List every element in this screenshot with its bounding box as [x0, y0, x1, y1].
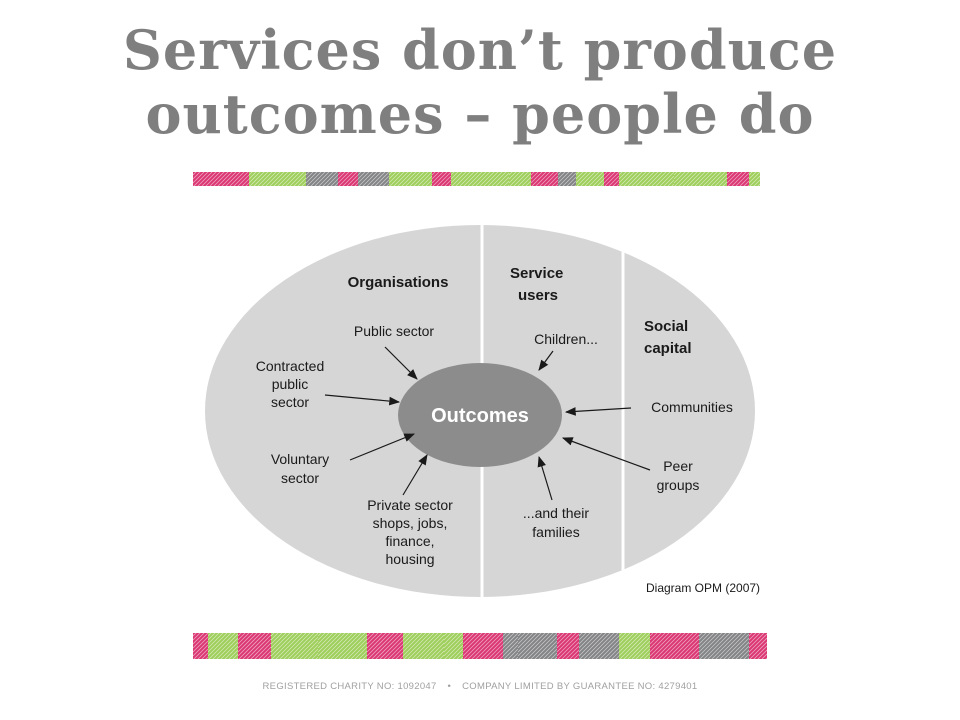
label-private-line3: finance,: [385, 533, 434, 549]
label-private-line4: housing: [385, 551, 434, 567]
label-private-line1: Private sector: [367, 497, 453, 513]
band-segment: [223, 632, 239, 660]
arrow-private: [402, 454, 428, 496]
band-segment: [649, 632, 700, 660]
band-segment: [337, 171, 359, 187]
title-line-1: Services don’t produce: [122, 18, 838, 82]
heading-social-capital-line1: Social: [644, 318, 688, 335]
band-segment: [402, 632, 445, 660]
band-segment: [193, 171, 250, 187]
outcomes-diagram: Outcomes Organisations Service users Soc…: [205, 225, 760, 597]
band-segment: [748, 171, 760, 187]
label-peer-line2: groups: [657, 477, 700, 493]
band-segment: [618, 171, 675, 187]
bottom-scribble-band: [193, 632, 767, 660]
band-segment: [248, 171, 307, 187]
band-segment: [502, 632, 519, 660]
arrow-public-sector: [384, 346, 418, 380]
label-peer-line1: Peer: [663, 458, 693, 474]
band-segment: [556, 632, 580, 660]
label-public-sector: Public sector: [354, 323, 434, 339]
band-segment: [193, 632, 209, 660]
band-segment: [718, 632, 750, 660]
diagram-source: Diagram OPM (2007): [646, 581, 760, 595]
band-segment: [508, 171, 532, 187]
arrow-contracted: [324, 394, 401, 406]
band-segment: [270, 632, 319, 660]
band-segment: [748, 632, 767, 660]
label-voluntary-line1: Voluntary: [271, 451, 329, 467]
charity-number: REGISTERED CHARITY NO: 1092047: [262, 681, 437, 692]
band-segment: [388, 171, 433, 187]
label-families-line2: families: [532, 524, 579, 540]
label-communities: Communities: [651, 399, 733, 415]
band-segment: [207, 632, 225, 660]
band-segment: [603, 171, 620, 187]
arrow-children: [538, 350, 554, 371]
title-line-2: outcomes – people do: [145, 82, 815, 146]
band-segment: [618, 632, 651, 660]
label-contracted-line2: public: [272, 376, 309, 392]
band-segment: [366, 632, 404, 660]
company-number: COMPANY LIMITED BY GUARANTEE NO: 4279401: [462, 681, 698, 692]
band-segment: [726, 171, 750, 187]
heading-social-capital-line2: capital: [644, 340, 692, 357]
arrow-voluntary: [349, 433, 416, 461]
outcomes-center: [398, 363, 562, 467]
top-scribble-band: [193, 171, 760, 187]
footer-separator: •: [447, 681, 452, 692]
heading-organisations: Organisations: [348, 274, 449, 291]
band-segment: [443, 632, 464, 660]
band-segment: [517, 632, 558, 660]
arrow-peer-groups: [561, 437, 651, 471]
arrow-communities: [564, 407, 632, 416]
band-segment: [578, 632, 620, 660]
label-contracted-line3: sector: [271, 394, 309, 410]
band-segment: [698, 632, 720, 660]
label-children: Children...: [534, 331, 598, 347]
label-voluntary-line2: sector: [281, 470, 319, 486]
outcomes-label: Outcomes: [431, 405, 529, 427]
heading-service-users-line1: Service: [510, 265, 563, 282]
band-segment: [530, 171, 559, 187]
footer: REGISTERED CHARITY NO: 1092047 • COMPANY…: [0, 681, 960, 692]
band-segment: [317, 632, 368, 660]
heading-service-users-line2: users: [518, 287, 558, 304]
band-segment: [431, 171, 452, 187]
slide-title: Services don’t produce outcomes – people…: [0, 18, 960, 146]
label-contracted-line1: Contracted: [256, 358, 324, 374]
band-segment: [575, 171, 605, 187]
label-families-line1: ...and their: [523, 505, 589, 521]
band-segment: [557, 171, 577, 187]
band-segment: [357, 171, 390, 187]
band-segment: [305, 171, 339, 187]
band-segment: [673, 171, 728, 187]
arrow-families: [537, 455, 553, 501]
band-segment: [450, 171, 510, 187]
label-private-line2: shops, jobs,: [373, 515, 448, 531]
band-segment: [237, 632, 272, 660]
band-segment: [462, 632, 504, 660]
